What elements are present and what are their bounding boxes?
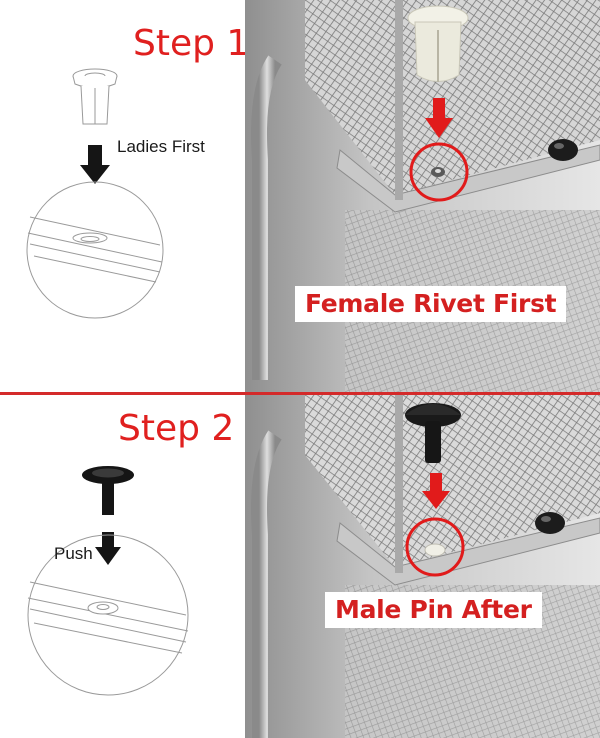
shelf-hole-icon	[27, 534, 189, 696]
pin-icon	[82, 466, 134, 515]
rivet-icon	[72, 68, 118, 125]
shelf-hole-icon	[26, 181, 164, 319]
step1-title: Step 1	[133, 23, 250, 64]
down-arrow-icon	[80, 145, 110, 184]
rivet-photo	[407, 5, 469, 82]
step-divider	[0, 392, 600, 395]
highlight-circle-icon	[405, 517, 465, 577]
step2-diagram-drawing	[27, 466, 189, 696]
step2-diagram: Step 2 Push	[0, 395, 245, 738]
step1-panel: Step 1 Ladies First	[0, 0, 600, 393]
red-arrow-icon	[422, 473, 450, 509]
red-arrow-icon	[425, 98, 453, 138]
step1-photo-label: Female Rivet First	[295, 286, 567, 322]
step2-title: Step 2	[118, 408, 235, 449]
down-arrow-icon	[95, 532, 121, 565]
step2-hint: Push	[54, 544, 93, 563]
step2-photo-label: Male Pin After	[325, 592, 542, 628]
pin-photo	[405, 403, 461, 463]
step1-diagram: Step 1 Ladies First	[0, 0, 249, 393]
highlight-circle-icon	[409, 142, 469, 202]
step2-panel: Step 2 Push	[0, 395, 600, 738]
step1-photo-drawing	[245, 0, 600, 393]
step1-photo: Female Rivet First	[245, 0, 600, 393]
step2-photo-drawing	[245, 395, 600, 738]
step2-photo: Male Pin After	[245, 395, 600, 738]
step1-diagram-drawing	[26, 68, 164, 319]
step1-hint: Ladies First	[117, 137, 205, 156]
